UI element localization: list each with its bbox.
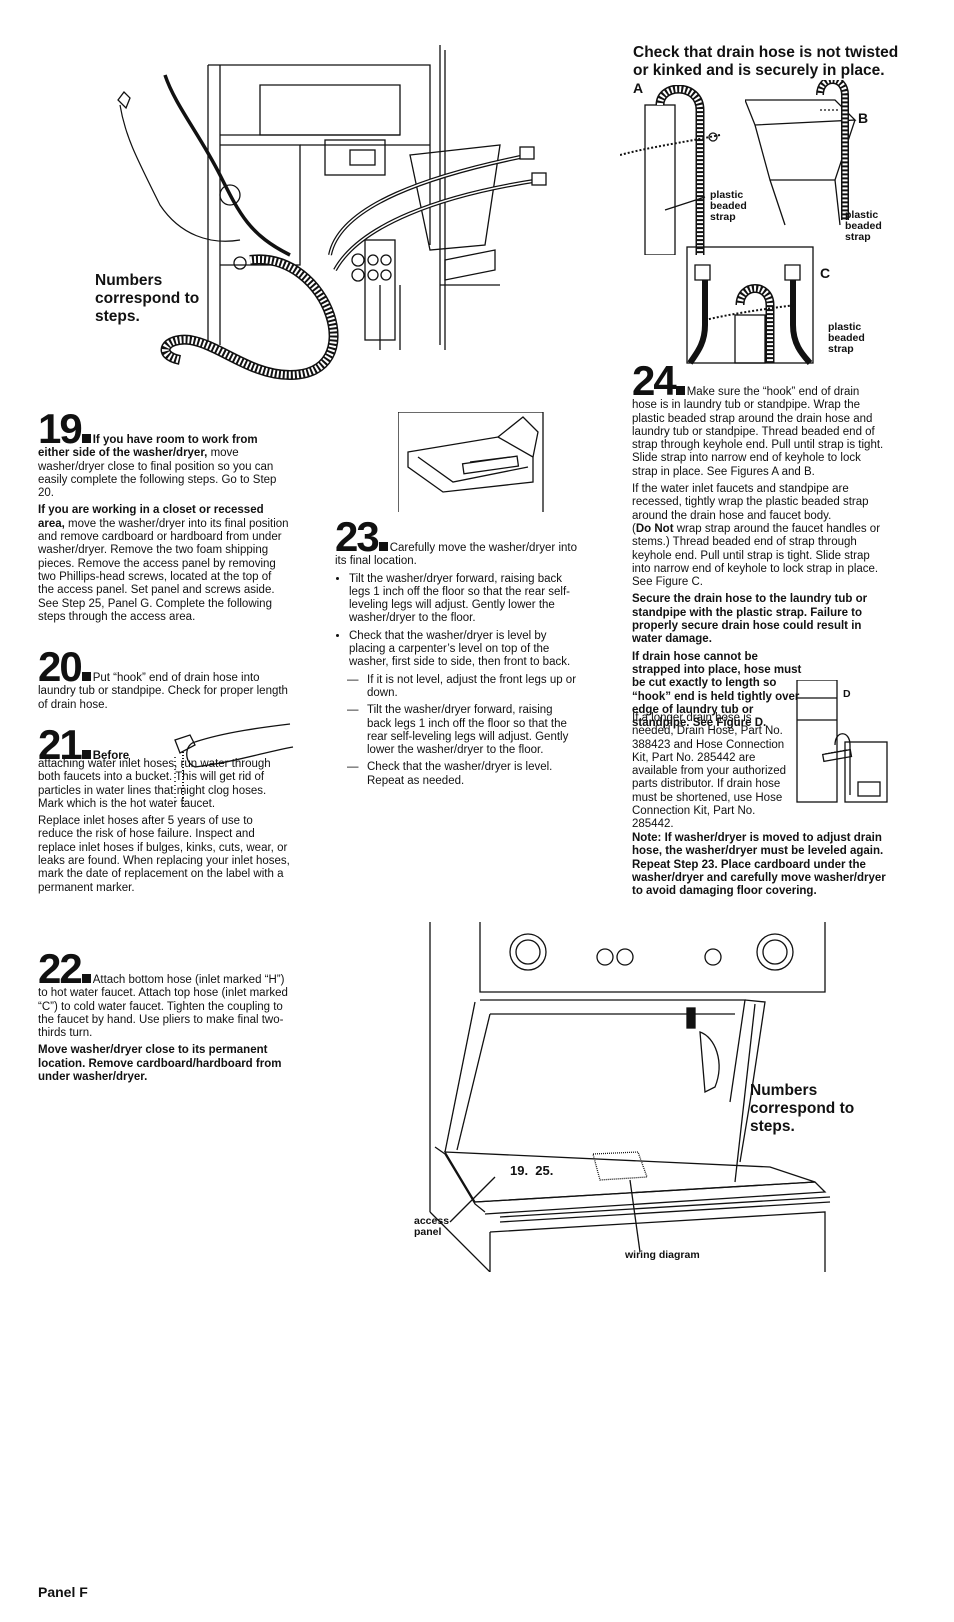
step-23-dash-item: Check that the washer/dryer is level. Re… [347, 761, 580, 788]
step-24-paren: ( [632, 522, 636, 535]
step-22-number: 22 [38, 945, 83, 992]
figure-c-label: C [820, 265, 831, 281]
step-21-replace-text: Replace inlet hoses after 5 years of use… [38, 815, 290, 894]
step-21-lead-text: attaching water inlet hoses, run water t… [38, 758, 271, 810]
step-24-lead: Make sure the “hook” end of drain hose i… [632, 386, 884, 478]
step-23-number: 23 [335, 513, 380, 560]
bottom-figure-caption: Numbers correspond to steps. [750, 1082, 855, 1135]
step-21-lead-bold: Before [92, 750, 130, 762]
figure-b-strap-label: plastic beaded strap [845, 209, 882, 243]
figure-a-standpipe [620, 85, 740, 255]
step-19-closet-bold: If you are working in a closet or recess… [38, 504, 264, 530]
step-24-recessed-text: If the water inlet faucets and standpipe… [632, 483, 869, 522]
figure-a-label: A [633, 80, 644, 96]
step-21-number: 21 [38, 721, 83, 768]
hose-connection-illustration [100, 45, 570, 390]
panel-label: Panel F [38, 1584, 88, 1600]
figure-c-strap-label: plastic beaded strap [828, 321, 865, 355]
step-24-number: 24 [632, 357, 677, 404]
top-figure-caption: Numbers correspond to steps. [95, 272, 200, 325]
figure-b-label: B [858, 110, 869, 126]
step-21-body: attaching water inlet hoses, run water t… [38, 758, 290, 899]
step-22-move-text: Move washer/dryer close to its permanent… [38, 1044, 282, 1084]
drain-check-heading: Check that drain hose is not twisted or … [633, 44, 899, 79]
wiring-diagram-label: wiring diagram [625, 1249, 700, 1261]
figure-a-strap-label: plastic beaded strap [710, 189, 747, 223]
access-panel-illustration [415, 922, 855, 1272]
step-24-do-not: Do Not [635, 522, 674, 535]
figure-c-recessed-faucet [685, 245, 815, 365]
access-panel-label: access panel [414, 1215, 450, 1238]
figure-b-laundry-tub [745, 80, 895, 230]
figure-d-label: D [843, 688, 851, 700]
step-20-text: Put “hook” end of drain hose into laundr… [38, 672, 288, 711]
figure-d-cut-hose [795, 680, 890, 805]
step-23-lead: Carefully move the washer/dryer into its… [335, 542, 577, 568]
faucet-bucket-illustration [165, 722, 295, 812]
level-on-washer-illustration [398, 412, 548, 512]
step-23-bullet: Check that the washer/dryer is level by … [349, 630, 580, 670]
step-24-warning: Secure the drain hose to the laundry tub… [632, 593, 868, 646]
step-24-thread-text: wrap strap around the faucet handles or … [632, 522, 881, 589]
step-22-text: Attach bottom hose (inlet marked “H”) to… [38, 974, 288, 1040]
step-23-bullet: Tilt the washer/dryer forward, raising b… [349, 573, 580, 626]
step-19-lead-text: move washer/dryer close to final positio… [38, 447, 277, 500]
step-23-dash-item: If it is not level, adjust the front leg… [347, 674, 580, 701]
step-20-number: 20 [38, 643, 83, 690]
step-19-lead-bold: If you have room to work from either sid… [38, 434, 258, 460]
step-24-parts-info: If a longer drain hose is needed, Drain … [632, 712, 792, 836]
step-24-cut-instruction: If drain hose cannot be strapped into pl… [632, 650, 802, 730]
step-24-note: Note: If washer/dryer is moved to adjust… [632, 832, 886, 898]
step-numbers-label: 19. 25. [510, 1163, 554, 1178]
step-23-dash-item: Tilt the washer/dryer forward, raising b… [347, 704, 580, 757]
step-24-parts-text: If a longer drain hose is needed, Drain … [632, 712, 787, 831]
step-19-closet-text: move the washer/dryer into its final pos… [38, 517, 289, 623]
step-19-number: 19 [38, 405, 83, 452]
